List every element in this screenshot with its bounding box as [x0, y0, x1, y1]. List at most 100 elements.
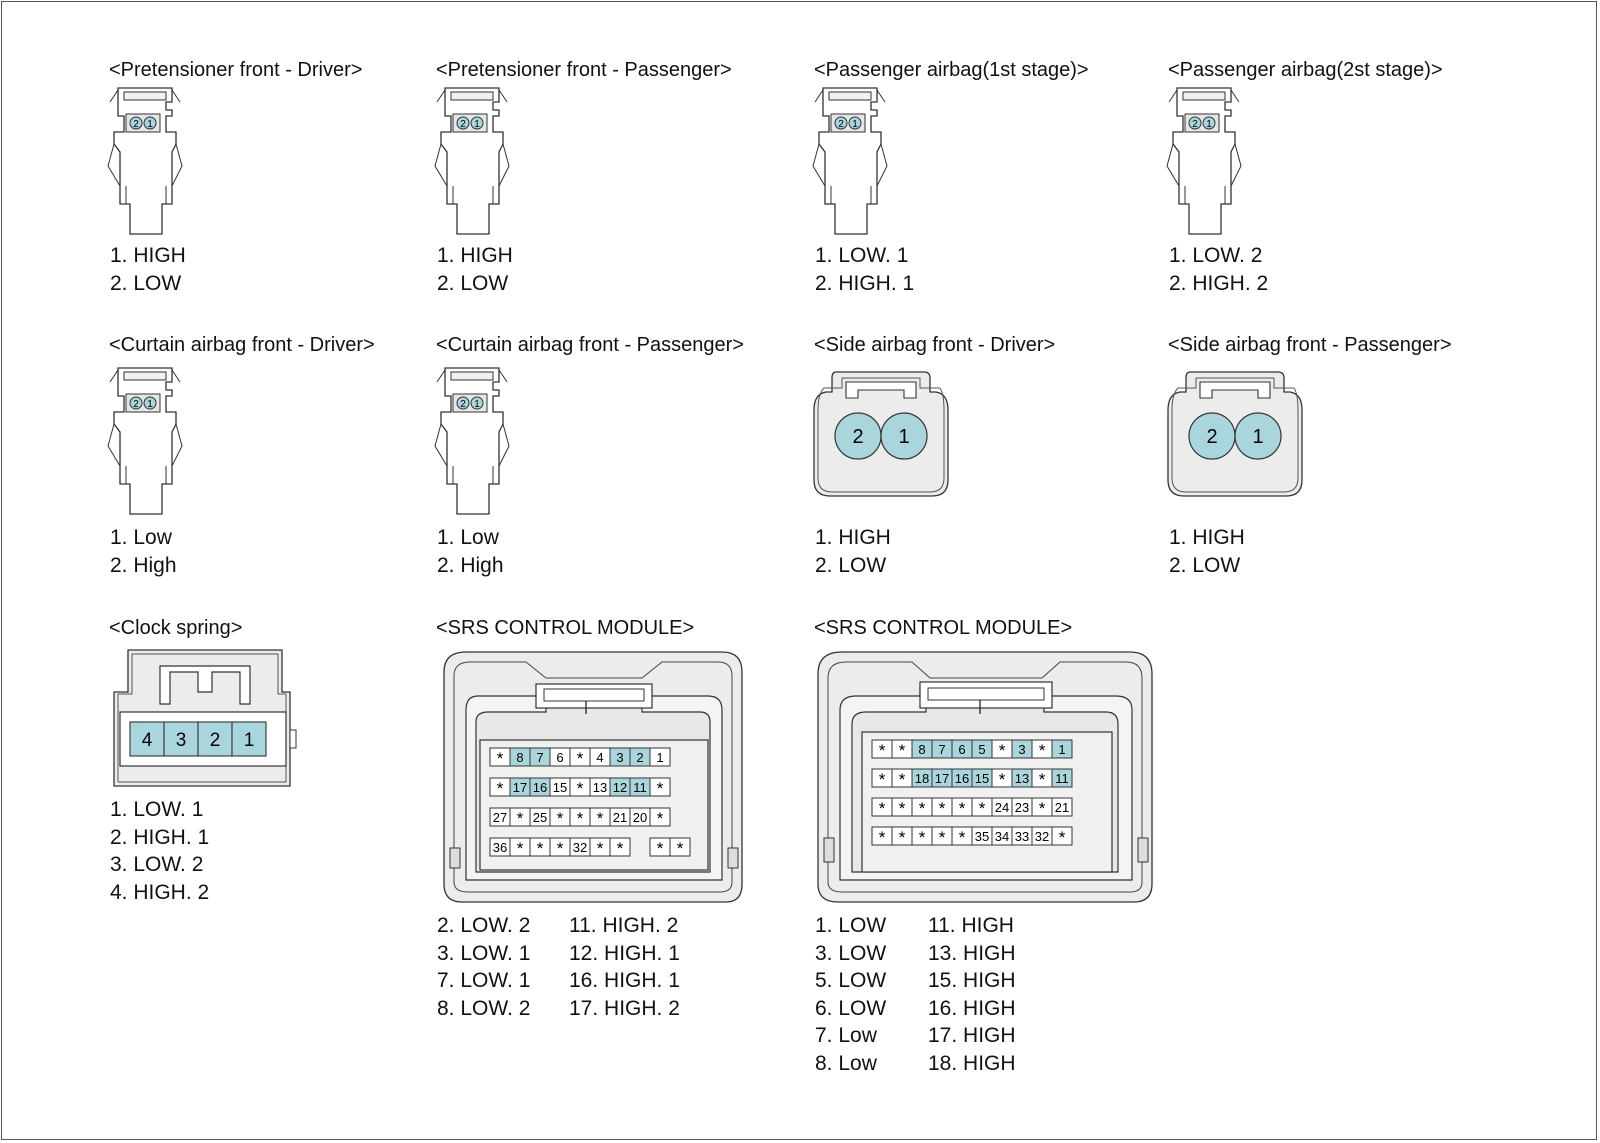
pin-label: 2. HIGH. 1 [815, 271, 915, 295]
pin-label: 13. HIGH [928, 941, 1016, 965]
pin-number: * [899, 741, 906, 760]
pin-number: 2 [838, 119, 844, 130]
pin-number: * [939, 828, 946, 847]
pin-number: * [899, 770, 906, 789]
pin-number: * [959, 799, 966, 818]
pin-number: 1 [1058, 742, 1065, 757]
pin-number: 3 [616, 750, 623, 765]
pin-list-pretensioner-passenger: 1. HIGH 2. LOW [437, 242, 513, 297]
pin-number: 15 [975, 771, 989, 786]
pin-number: 2 [133, 119, 139, 130]
pin-number: * [617, 839, 624, 858]
pin-label: 1. LOW. 1 [815, 244, 909, 267]
pin-number: 21 [1055, 800, 1069, 815]
pin-list-srs-module-1-high: 11. HIGH. 2 12. HIGH. 1 16. HIGH. 1 17. … [569, 912, 680, 1022]
pin-number: * [677, 839, 684, 858]
connector-title-side-passenger: <Side airbag front - Passenger> [1168, 334, 1452, 356]
pin-terminal [231, 721, 267, 757]
pin-label: 2. LOW. 2 [437, 914, 531, 937]
pin-number: 2 [133, 399, 139, 410]
pin-terminal [1234, 412, 1282, 460]
pin-terminal [129, 721, 165, 757]
pin-number: * [657, 779, 664, 798]
pin-label: 16. HIGH [928, 996, 1016, 1020]
pin-number: 11 [1055, 771, 1069, 786]
pin-number: 3 [176, 730, 187, 751]
pin-terminal [834, 116, 848, 130]
pin-number: 12 [613, 780, 627, 795]
pin-label: 1. HIGH [815, 526, 891, 549]
pin-number: * [557, 809, 564, 828]
pin-list-passenger-airbag-1st: 1. LOW. 1 2. HIGH. 1 [815, 242, 914, 297]
pin-number: 2 [460, 119, 466, 130]
pin-label: 3. LOW [815, 941, 887, 965]
pin-label: 1. HIGH [437, 244, 513, 267]
connector-title-passenger-airbag-1st: <Passenger airbag(1st stage)> [814, 59, 1089, 81]
pin-number: * [1039, 741, 1046, 760]
pin-label: 11. HIGH [928, 914, 1014, 937]
pin-number: 16 [533, 780, 547, 795]
pin-number: * [919, 828, 926, 847]
pin-label: 1. HIGH [1169, 526, 1245, 549]
pin-label: 5. LOW [815, 969, 887, 992]
pin-number: 32 [1035, 829, 1049, 844]
pin-label: 7. Low [815, 1024, 877, 1047]
pin-number: 5 [978, 742, 985, 757]
pin-list-side-driver: 1. HIGH 2. LOW [815, 524, 891, 579]
pin-number: 4 [142, 730, 153, 751]
pin-label: 2. LOW [815, 553, 887, 577]
pin-number: 1 [852, 119, 858, 130]
pin-number: * [517, 839, 524, 858]
pin-terminal [470, 116, 484, 130]
pin-number: 1 [656, 750, 663, 765]
pin-label: 16. HIGH. 1 [569, 969, 680, 992]
pin-number: * [999, 741, 1006, 760]
pin-terminal [143, 116, 157, 130]
pin-number: 1 [1206, 119, 1212, 130]
pin-number: * [879, 770, 886, 789]
pin-number: 24 [995, 800, 1009, 815]
pin-number: 36 [493, 840, 507, 855]
pin-number: * [939, 799, 946, 818]
pin-number: 4 [596, 750, 603, 765]
pin-number: 2 [460, 399, 466, 410]
pin-label: 2. LOW [437, 271, 509, 295]
pin-number: 18 [915, 771, 929, 786]
connector-title-pretensioner-driver: <Pretensioner front - Driver> [109, 59, 363, 81]
pin-list-pretensioner-driver: 1. HIGH 2. LOW [110, 242, 186, 297]
connector-title-pretensioner-passenger: <Pretensioner front - Passenger> [436, 59, 732, 81]
pin-number: 34 [995, 829, 1009, 844]
pin-terminal [456, 116, 470, 130]
pin-list-srs-module-1-low: 2. LOW. 2 3. LOW. 1 7. LOW. 1 8. LOW. 2 [437, 912, 530, 1022]
pin-label: 2. LOW [1169, 553, 1241, 577]
pin-number: 2 [1192, 119, 1198, 130]
pin-number: * [999, 770, 1006, 789]
pin-label: 2. High [437, 553, 504, 577]
pin-number: 2 [210, 730, 221, 751]
pin-number: 27 [493, 810, 507, 825]
pin-list-clock-spring: 1. LOW. 1 2. HIGH. 1 3. LOW. 2 4. HIGH. … [110, 796, 209, 906]
pin-number: 6 [556, 750, 563, 765]
pin-number: 15 [553, 780, 567, 795]
pin-label: 12. HIGH. 1 [569, 941, 680, 965]
pin-number: 1 [1252, 426, 1263, 448]
pin-label: 17. HIGH [928, 1024, 1016, 1047]
pin-list-passenger-airbag-2st: 1. LOW. 2 2. HIGH. 2 [1169, 242, 1268, 297]
pin-number: * [899, 828, 906, 847]
pin-label: 2. High [110, 553, 177, 577]
pin-label: 17. HIGH. 2 [569, 996, 680, 1020]
pin-number: 2 [636, 750, 643, 765]
pin-label: 2. HIGH. 1 [110, 825, 210, 849]
pin-number: 1 [474, 119, 480, 130]
pin-number: 16 [955, 771, 969, 786]
